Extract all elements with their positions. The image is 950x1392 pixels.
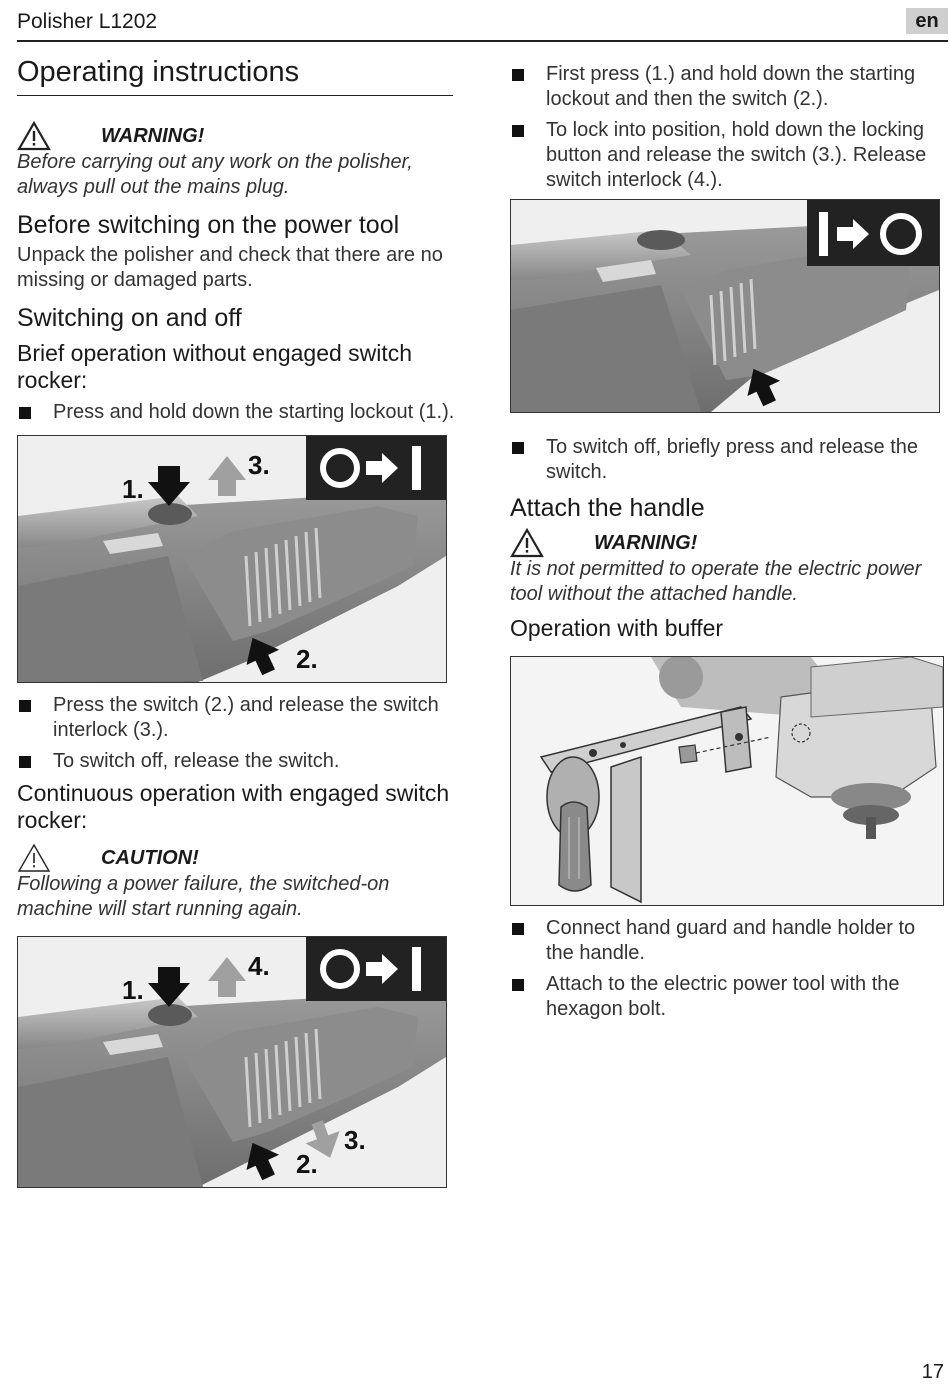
language-badge: en — [906, 8, 948, 34]
lock-figure — [510, 199, 940, 413]
page-number: 17 — [921, 1361, 944, 1383]
switching-heading: Switching on and off — [17, 304, 242, 332]
buffer-handle-figure — [510, 656, 944, 906]
header-rule — [17, 40, 948, 42]
right-column: First press (1.) and hold down the start… — [510, 62, 946, 1028]
caution-triangle-icon — [17, 843, 51, 872]
bullet-icon — [512, 923, 524, 935]
switch-figure-1: 1. 3. 2. — [17, 435, 447, 683]
operation-with-buffer-heading: Operation with buffer — [510, 615, 724, 641]
list-item-text: Attach to the electric power tool with t… — [546, 973, 900, 1020]
warning-triangle-icon — [17, 121, 51, 151]
list-item-text: Press the switch (2.) and release the sw… — [53, 694, 439, 741]
caution-text: Following a power failure, the switched-… — [17, 873, 390, 920]
figure-label-1: 1. — [122, 474, 144, 504]
list-item: Attach to the electric power tool with t… — [510, 972, 946, 1022]
switch-figure-2: 1. 4. 2. 3. — [17, 936, 447, 1188]
figure-label-4: 4. — [248, 951, 270, 981]
list-item-text: Press and hold down the starting lockout… — [53, 401, 455, 423]
list-item: To switch off, release the switch. — [17, 749, 457, 774]
continuous-operation-heading: Continuous operation with engaged switch… — [17, 780, 450, 833]
document-header-title: Polisher L1202 — [17, 10, 158, 33]
warning-text: It is not permitted to operate the elect… — [510, 558, 922, 605]
figure-label-1: 1. — [122, 975, 144, 1005]
bullet-icon — [19, 700, 31, 712]
bullet-icon — [19, 756, 31, 768]
list-item-text: Connect hand guard and handle holder to … — [546, 917, 916, 964]
brief-operation-heading: Brief operation without engaged switch r… — [17, 340, 413, 393]
figure-label-2: 2. — [296, 644, 318, 674]
bullet-icon — [512, 125, 524, 137]
before-switching-text: Unpack the polisher and check that there… — [17, 244, 443, 291]
list-item: To switch off, briefly press and release… — [510, 435, 946, 485]
warning-triangle-icon — [510, 528, 544, 558]
bullet-icon — [19, 407, 31, 419]
bullet-icon — [512, 442, 524, 454]
list-item-text: To switch off, release the switch. — [53, 750, 340, 772]
before-switching-heading: Before switching on the power tool — [17, 211, 400, 239]
warning-label: WARNING! — [101, 124, 205, 147]
warning-block: WARNING! Before carrying out any work on… — [17, 121, 457, 200]
list-item: First press (1.) and hold down the start… — [510, 62, 946, 112]
bullet-icon — [512, 69, 524, 81]
warning-text: Before carrying out any work on the poli… — [17, 151, 413, 198]
list-item: Press and hold down the starting lockout… — [17, 400, 457, 425]
warning-block: WARNING! It is not permitted to operate … — [510, 528, 946, 607]
left-column: Operating instructions WARNING! Before c… — [17, 56, 457, 1188]
list-item-text: To switch off, briefly press and release… — [546, 436, 919, 483]
list-item: To lock into position, hold down the loc… — [510, 118, 946, 193]
caution-label: CAUTION! — [101, 846, 199, 869]
warning-label: WARNING! — [594, 531, 698, 554]
list-item: Press the switch (2.) and release the sw… — [17, 693, 457, 743]
list-item-text: To lock into position, hold down the loc… — [546, 119, 927, 191]
attach-handle-heading: Attach the handle — [510, 494, 705, 522]
figure-label-3: 3. — [344, 1125, 366, 1155]
section-title: Operating instructions — [17, 56, 453, 96]
figure-label-2: 2. — [296, 1149, 318, 1179]
list-item-text: First press (1.) and hold down the start… — [546, 63, 916, 110]
caution-block: CAUTION! Following a power failure, the … — [17, 843, 457, 922]
list-item: Connect hand guard and handle holder to … — [510, 916, 946, 966]
figure-label-3: 3. — [248, 450, 270, 480]
bullet-icon — [512, 979, 524, 991]
